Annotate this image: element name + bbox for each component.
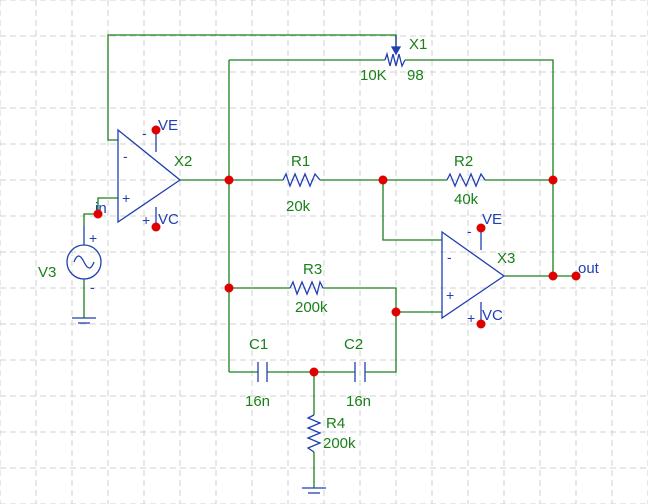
x3-supply-neg-sign: + [467, 310, 475, 326]
x2-supply-neg-sign: + [142, 212, 150, 228]
node-x3-vc[interactable] [476, 319, 486, 329]
wire-x3-plus-to-c2 [365, 312, 397, 373]
node-r1-r2[interactable] [378, 175, 388, 185]
node-x2-vc[interactable] [151, 222, 161, 232]
sine-wave-icon [73, 255, 95, 269]
resistor-r3[interactable] [289, 280, 324, 297]
x3-minus-pin-label: - [447, 249, 452, 265]
r2-value-label: 40k [454, 191, 479, 208]
resistor-r1[interactable] [282, 172, 321, 188]
x1-value-label: 10K [360, 67, 387, 84]
ground-r4 [302, 487, 326, 494]
potentiometer-x1[interactable] [384, 35, 406, 68]
r1-value-label: 20k [286, 198, 311, 215]
node-out[interactable] [571, 271, 581, 281]
v3-minus-label: - [90, 279, 95, 295]
node-r2-right[interactable] [548, 175, 558, 185]
x2-vc-label: VC [158, 211, 179, 228]
node-x3-ve[interactable] [476, 223, 486, 233]
ground-v3 [72, 317, 96, 324]
x2-ve-label: VE [158, 117, 178, 134]
node-r3-left[interactable] [224, 283, 234, 293]
component-labels: X1 10K 98 X2 X3 R1 20k R2 40k R3 200k R4… [38, 36, 515, 452]
resistor-r4[interactable] [306, 414, 322, 453]
x3-ve-label: VE [482, 211, 502, 228]
junction-nodes [93, 125, 581, 377]
node-in[interactable] [93, 209, 103, 219]
x3-vc-label: VC [482, 307, 503, 324]
x1-extra-label: 98 [407, 67, 424, 84]
pin-signs: - + - + - + - + + - [89, 125, 475, 326]
r4-ref-label: R4 [326, 415, 345, 432]
node-x3-out[interactable] [548, 271, 558, 281]
voltage-source-v3[interactable] [66, 226, 102, 280]
c2-ref-label: C2 [344, 336, 363, 353]
c1-value-label: 16n [245, 393, 270, 410]
resistor-r2[interactable] [446, 172, 486, 188]
node-x2-out[interactable] [224, 175, 234, 185]
r2-ref-label: R2 [454, 153, 473, 170]
node-x3-plus[interactable] [391, 307, 401, 317]
r3-ref-label: R3 [303, 261, 322, 278]
r4-value-label: 200k [323, 435, 356, 452]
x3-plus-pin-label: + [446, 287, 454, 303]
x1-ref-label: X1 [409, 36, 427, 53]
x3-ref-label: X3 [497, 250, 515, 267]
opamp-triangle-icon [117, 128, 182, 224]
wires [83, 34, 576, 488]
node-x2-ve[interactable] [151, 125, 161, 135]
x2-plus-pin-label: + [122, 190, 130, 206]
x2-ref-label: X2 [174, 153, 192, 170]
node-c1-c2[interactable] [309, 367, 319, 377]
r3-value-label: 200k [295, 299, 328, 316]
resistor-zigzag-icon [384, 51, 406, 68]
c1-ref-label: C1 [249, 336, 268, 353]
wire-top-rail-right [405, 59, 554, 276]
components [66, 35, 506, 494]
capacitor-c2[interactable] [354, 362, 366, 382]
net-label-out: out [578, 260, 600, 277]
wiper-arrow-icon [390, 46, 402, 56]
wire-node-to-x3-minus [382, 180, 442, 241]
v3-plus-label: + [89, 230, 97, 246]
net-label-in: in [95, 200, 107, 217]
supply-labels: VE VC VE VC in out [95, 117, 600, 324]
x2-supply-pos-sign: - [142, 125, 147, 141]
wire-r3-to-x3 [323, 287, 442, 313]
x2-minus-pin-label: - [123, 148, 128, 164]
r1-ref-label: R1 [291, 153, 310, 170]
c2-value-label: 16n [346, 393, 371, 410]
capacitor-c1[interactable] [257, 362, 268, 382]
v3-ref-label: V3 [38, 264, 56, 281]
x3-supply-pos-sign: - [467, 223, 472, 239]
opamp-triangle-icon [441, 230, 506, 320]
